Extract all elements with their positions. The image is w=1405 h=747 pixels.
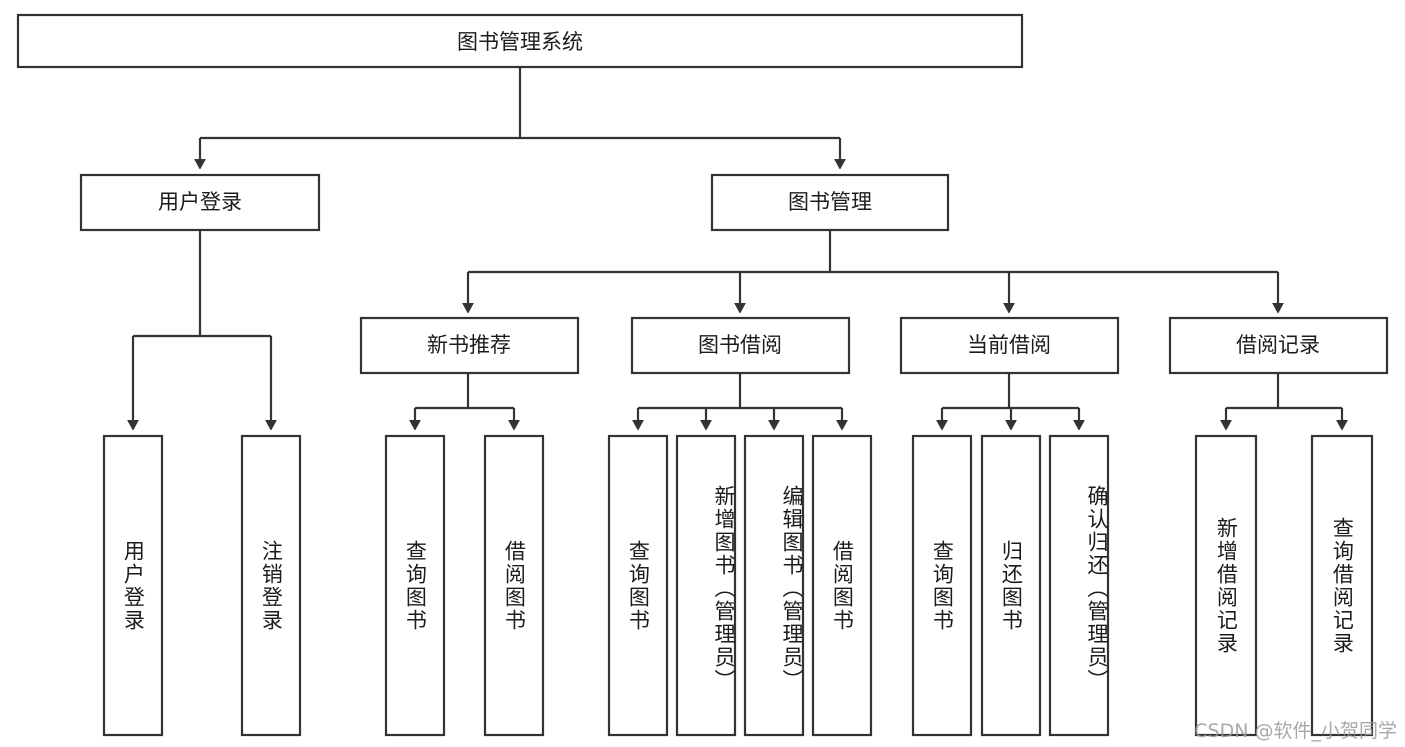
node-user-login-label: 用户登录 [158,190,242,214]
node-leaf-return-book[interactable] [980,434,1042,737]
node-book-borrow[interactable]: 图书借阅 [630,316,851,375]
node-book-borrow-label: 图书借阅 [698,333,782,357]
node-current-borrow[interactable]: 当前借阅 [899,316,1120,375]
node-leaf-user-logout[interactable] [240,434,302,737]
node-leaf-edit-book[interactable] [743,434,805,737]
node-leaf-query-borrow-record[interactable] [1310,434,1374,737]
node-leaf-add-borrow-record[interactable] [1194,434,1258,737]
node-book-manage-label: 图书管理 [788,190,872,214]
watermark-text: CSDN @软件_小贺同学 [1194,720,1397,742]
node-root-label: 图书管理系统 [457,30,583,54]
node-leaf-query-book-borrow[interactable] [607,434,669,737]
node-borrow-record[interactable]: 借阅记录 [1168,316,1389,375]
node-leaf-borrow-book-recommend[interactable] [483,434,545,737]
node-leaf-borrow-book[interactable] [811,434,873,737]
node-current-borrow-label: 当前借阅 [967,333,1051,357]
node-new-book-recommend[interactable]: 新书推荐 [359,316,580,375]
node-user-login[interactable]: 用户登录 [79,173,321,232]
node-leaf-add-book[interactable] [675,434,737,737]
node-root[interactable]: 图书管理系统 [16,13,1024,69]
node-borrow-record-label: 借阅记录 [1236,333,1320,357]
node-leaf-query-book-current[interactable] [911,434,973,737]
diagram-nodes: 图书管理系统 用户登录 图书管理 新书推荐 图书借阅 当前 [16,13,1389,737]
node-leaf-user-login[interactable] [102,434,164,737]
node-leaf-confirm-return[interactable] [1048,434,1110,737]
node-new-book-recommend-label: 新书推荐 [427,333,511,357]
connector-lines [133,67,1342,421]
node-book-manage[interactable]: 图书管理 [710,173,950,232]
node-leaf-query-book-recommend[interactable] [384,434,446,737]
